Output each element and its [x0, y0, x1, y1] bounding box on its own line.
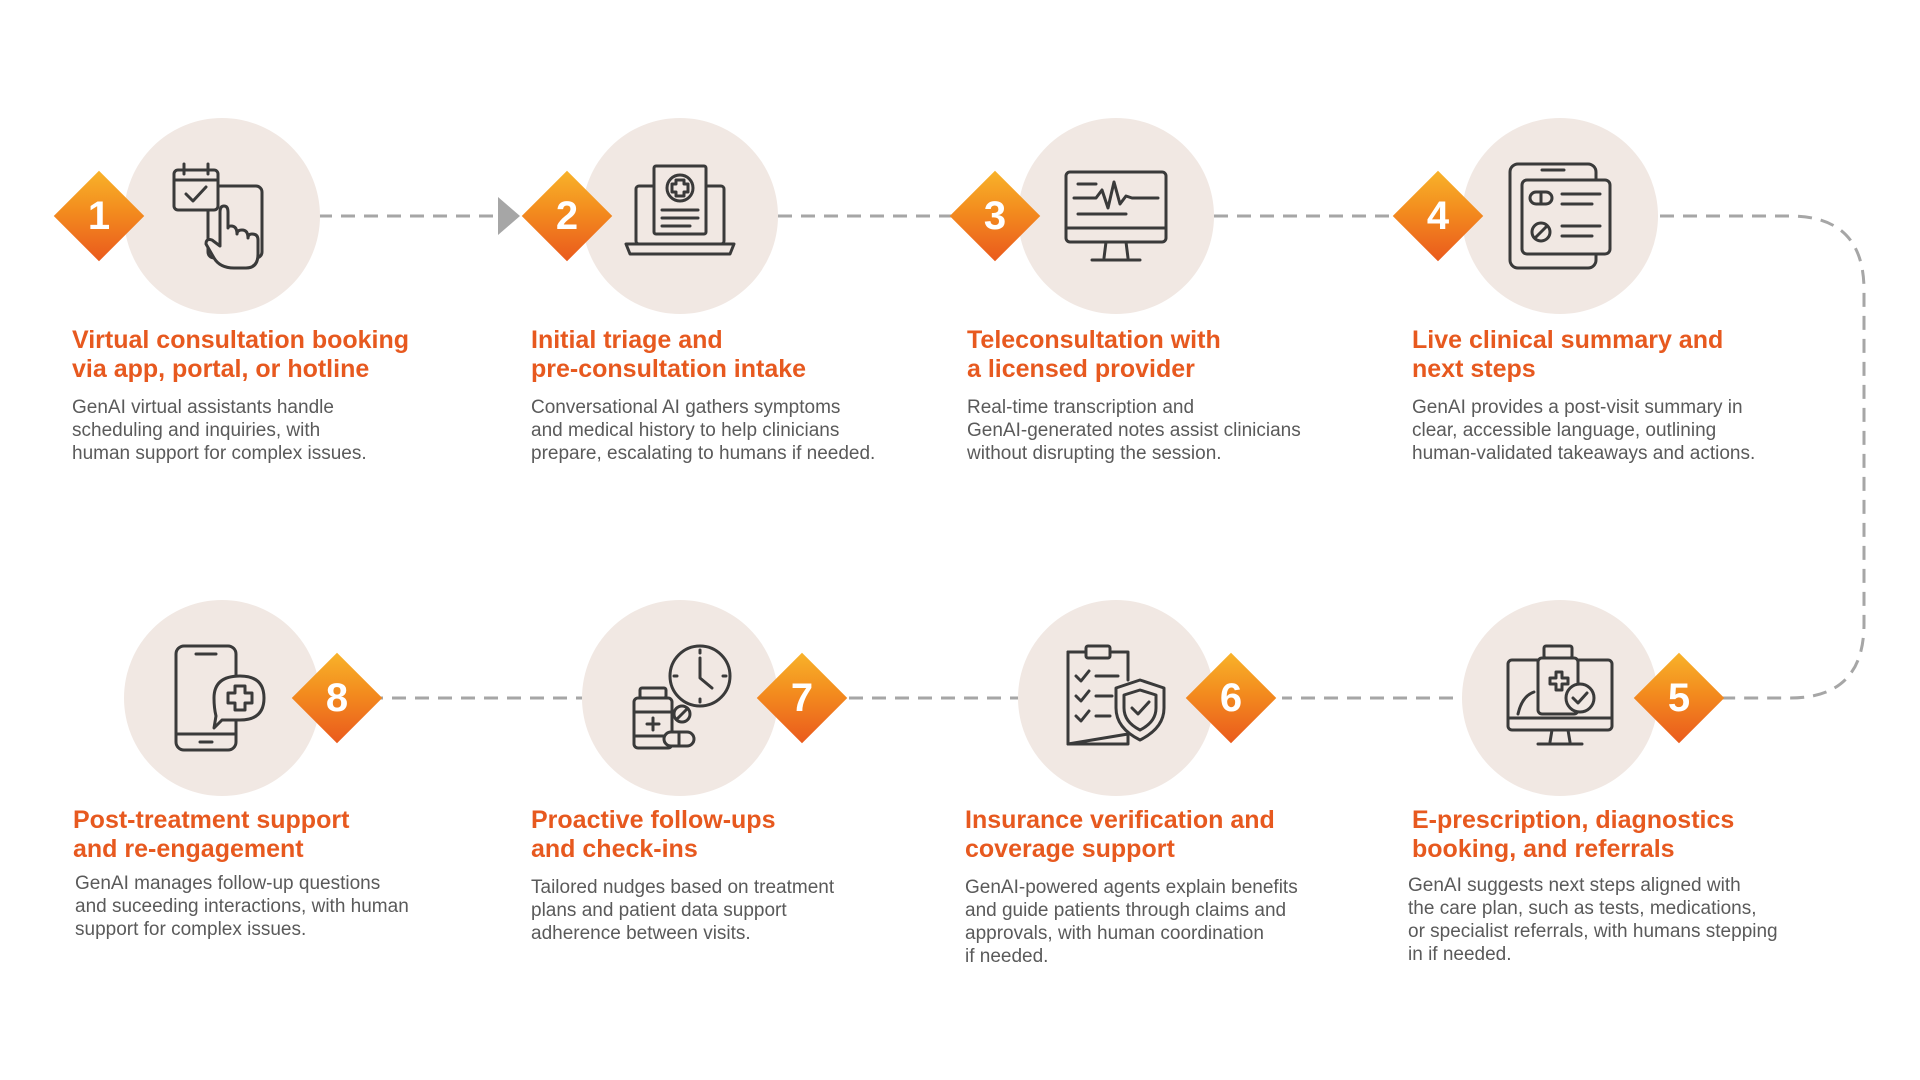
step-1-badge: 1: [53, 170, 145, 262]
step-3-icon-circle: [1018, 118, 1214, 314]
step-3-title: Teleconsultation with a licensed provide…: [967, 326, 1221, 383]
step-8-number: 8: [325, 675, 349, 720]
clipboard-shield-check-icon: [1066, 644, 1166, 746]
step-1-title: Virtual consultation booking via app, po…: [72, 326, 410, 383]
step-1-number: 1: [87, 193, 111, 238]
step-2-description: Conversational AI gathers symptoms and m…: [531, 397, 876, 464]
step-8-description: GenAI manages follow-up questions and su…: [75, 873, 409, 940]
calendar-touch-tablet-icon: [172, 162, 264, 270]
step-5-number: 5: [1667, 675, 1691, 720]
step-4-description: GenAI provides a post-visit summary in c…: [1412, 397, 1756, 464]
step-3-badge: 3: [949, 170, 1041, 262]
step-5-description: GenAI suggests next steps aligned with t…: [1408, 875, 1778, 965]
step-2-badge: 2: [521, 170, 613, 262]
monitor-heartbeat-icon: [1064, 170, 1168, 262]
step-5-title: E-prescription, diagnostics booking, and…: [1412, 806, 1735, 863]
step-2-number: 2: [555, 193, 579, 238]
step-6-icon-circle: [1018, 600, 1214, 796]
step-8-icon-circle: [124, 600, 320, 796]
step-4-icon-circle: [1462, 118, 1658, 314]
step-5-badge: 5: [1633, 652, 1725, 744]
phone-medical-chat-icon: [174, 644, 266, 752]
step-7-title: Proactive follow-ups and check-ins: [531, 806, 776, 863]
monitor-medicine-bottle-check-icon: [1506, 644, 1614, 746]
step-6-description: GenAI-powered agents explain benefits an…: [965, 877, 1298, 967]
arrowhead: [498, 197, 520, 235]
step-1-description: GenAI virtual assistants handle scheduli…: [72, 397, 367, 464]
step-6-number: 6: [1219, 675, 1243, 720]
connector-4-5: [1660, 214, 1866, 700]
step-8-badge: 8: [291, 652, 383, 744]
step-7-badge: 7: [756, 652, 848, 744]
step-3-description: Real-time transcription and GenAI-genera…: [967, 397, 1301, 464]
step-7-icon-circle: [582, 600, 778, 796]
step-8-title: Post-treatment support and re-engagement: [73, 806, 350, 863]
step-7-number: 7: [790, 675, 814, 720]
step-4-badge: 4: [1392, 170, 1484, 262]
medicine-bottle-clock-icon: [632, 644, 732, 750]
laptop-medical-record-icon: [624, 164, 736, 256]
tablet-pill-summary-icon: [1508, 162, 1612, 270]
step-4-title: Live clinical summary and next steps: [1412, 326, 1724, 383]
step-6-badge: 6: [1185, 652, 1277, 744]
step-5-icon-circle: [1462, 600, 1658, 796]
step-6-title: Insurance verification and coverage supp…: [965, 806, 1275, 863]
step-4-number: 4: [1426, 193, 1450, 238]
step-2-title: Initial triage and pre-consultation inta…: [531, 326, 807, 383]
step-7-description: Tailored nudges based on treatment plans…: [531, 877, 835, 944]
step-1-icon-circle: [124, 118, 320, 314]
step-3-number: 3: [983, 193, 1007, 238]
step-2-icon-circle: [582, 118, 778, 314]
